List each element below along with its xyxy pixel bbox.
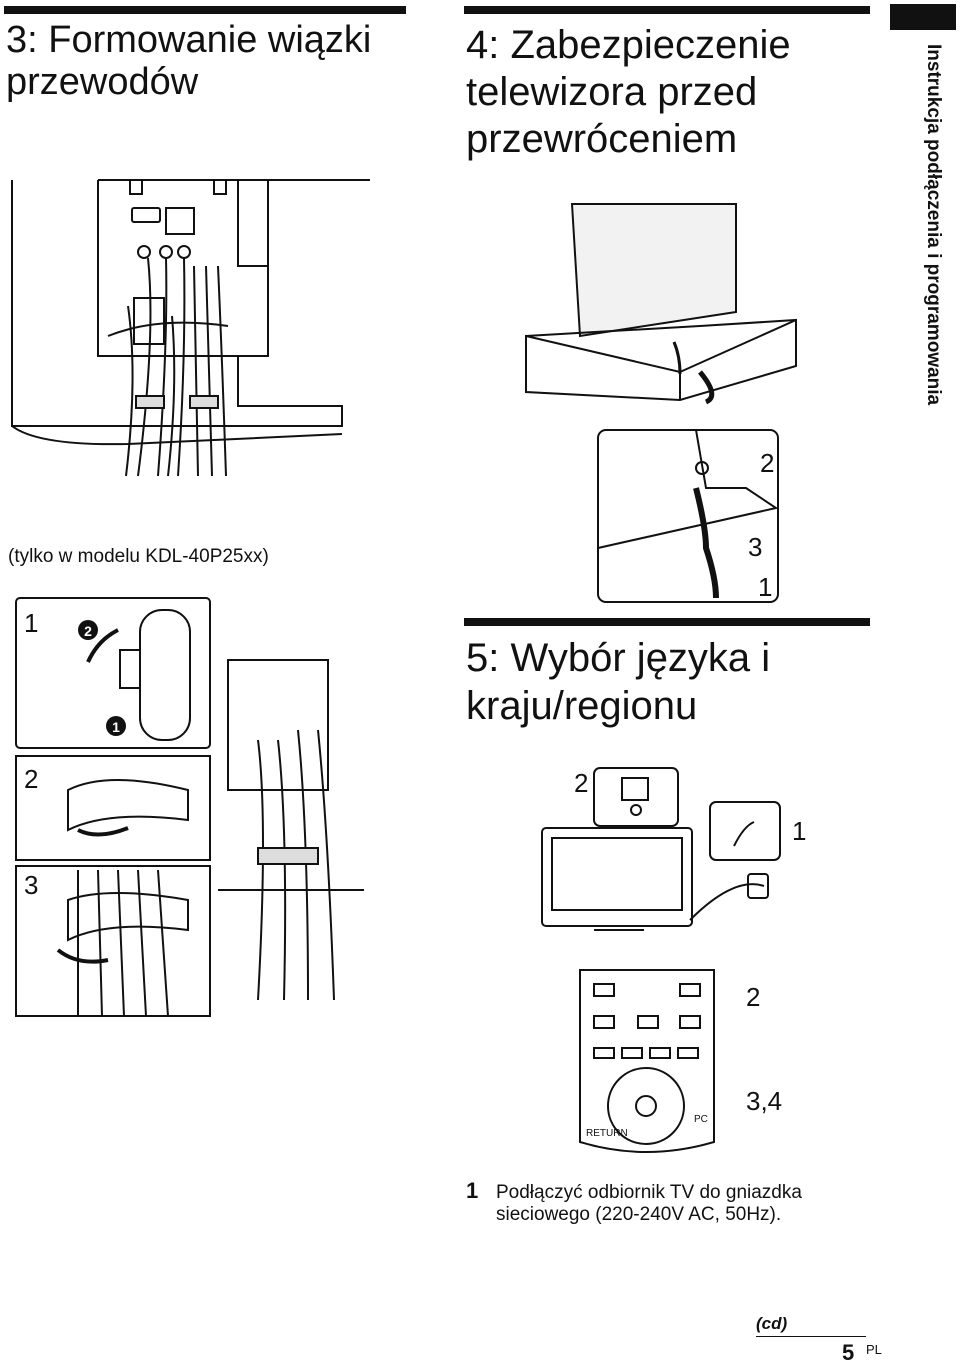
section5-title: 5: Wybór języka i kraju/regionu [466, 636, 771, 728]
footer-divider [756, 1336, 866, 1337]
model-note: (tylko w modelu KDL-40P25xx) [8, 546, 269, 567]
section4-labels: 2 3 1 [748, 448, 774, 602]
panel-label-1: 1 [24, 608, 38, 638]
section4-bar [464, 6, 870, 14]
s4-label-1: 1 [758, 572, 772, 602]
sidebar-text: Instrukcja podłączenia i programowania [923, 44, 944, 406]
step1-text: Podłączyć odbiornik TV do gniazdka sieci… [496, 1182, 802, 1225]
tv-power-illustration: 2 1 [541, 767, 806, 931]
circle-badge-1-label: 1 [112, 719, 120, 735]
section4-title: 4: Zabezpieczenie telewizora przed przew… [466, 23, 791, 162]
page-number: 5 [842, 1340, 855, 1365]
circle-badge-1 [106, 716, 126, 736]
circle-badge-2-label: 2 [84, 623, 92, 639]
section5-bar [464, 618, 870, 626]
strap-detail-illustration [597, 429, 779, 603]
section3-title: 3: Formowanie wiązki przewodów [6, 19, 372, 103]
s5-label-1: 1 [792, 816, 806, 846]
remote-pc-label: PC [694, 1114, 708, 1125]
remote-label-2: 2 [746, 982, 760, 1012]
sidebar: Instrukcja podłączenia i programowania [890, 0, 956, 500]
step1-number: 1 [466, 1178, 479, 1203]
s5-label-2: 2 [574, 768, 588, 798]
panel-label-2: 2 [24, 764, 38, 794]
language-code: PL [866, 1342, 882, 1357]
circle-badge-2 [78, 620, 98, 640]
continued-label: (cd) [756, 1314, 788, 1333]
s4-label-3: 3 [748, 532, 762, 562]
tv-stand-strap-illustration [525, 203, 797, 405]
remote-control-illustration: RETURN PC 2 3,4 [579, 969, 782, 1153]
panel-label-3: 3 [24, 870, 38, 900]
section3-bar [4, 6, 406, 14]
s4-label-2: 2 [760, 448, 774, 478]
cable-bundle-illustration [11, 179, 370, 477]
remote-label-34: 3,4 [746, 1086, 782, 1116]
remote-return-label: RETURN [586, 1128, 628, 1139]
sidebar-tab [890, 4, 956, 30]
clip-step-panels: 1 2 3 2 1 [15, 597, 364, 1017]
